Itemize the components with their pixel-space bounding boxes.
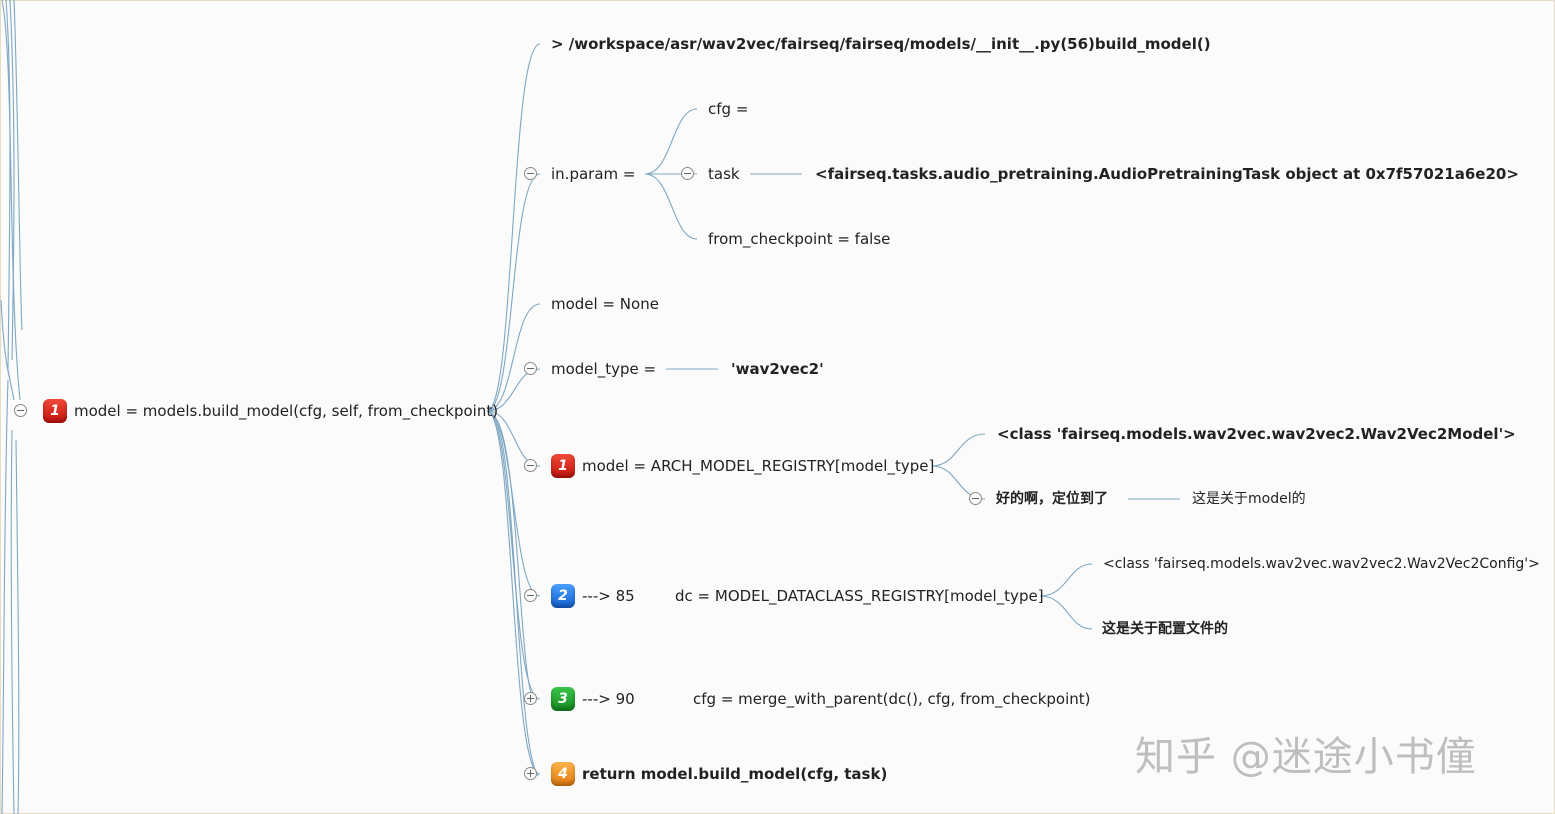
- in-param-collapse-toggle[interactable]: [524, 167, 537, 180]
- priority-1-icon: 1: [551, 454, 575, 478]
- step3-expand-toggle[interactable]: [524, 692, 537, 705]
- priority-4-icon: 4: [551, 762, 575, 786]
- model-type-collapse-toggle[interactable]: [524, 362, 537, 375]
- step1-note-collapse-toggle[interactable]: [969, 492, 982, 505]
- step1-topic[interactable]: model = ARCH_MODEL_REGISTRY[model_type]: [582, 457, 935, 475]
- in-param-topic[interactable]: in.param =: [551, 165, 636, 183]
- priority-3-icon: 3: [551, 687, 575, 711]
- model-type-topic[interactable]: model_type =: [551, 360, 657, 378]
- root-topic[interactable]: model = models.build_model(cfg, self, fr…: [74, 402, 499, 420]
- step2-collapse-toggle[interactable]: [524, 589, 537, 602]
- model-type-value-topic[interactable]: 'wav2vec2': [731, 360, 824, 378]
- step2-note-topic[interactable]: 这是关于配置文件的: [1102, 621, 1228, 637]
- step4-expand-toggle[interactable]: [524, 767, 537, 780]
- model-none-topic[interactable]: model = None: [551, 295, 659, 313]
- watermark: 知乎 @迷途小书僮: [1135, 734, 1477, 780]
- step2-arrow: ---> 85: [582, 587, 635, 605]
- step1-collapse-toggle[interactable]: [524, 459, 537, 472]
- step3-topic[interactable]: cfg = merge_with_parent(dc(), cfg, from_…: [693, 690, 1091, 708]
- step3-arrow: ---> 90: [582, 690, 635, 708]
- step4-topic[interactable]: return model.build_model(cfg, task): [582, 765, 888, 783]
- task-value-topic[interactable]: <fairseq.tasks.audio_pretraining.AudioPr…: [815, 165, 1519, 183]
- priority-1-icon: 1: [43, 399, 67, 423]
- path-topic[interactable]: > /workspace/asr/wav2vec/fairseq/fairseq…: [551, 35, 1211, 53]
- step1-class-topic[interactable]: <class 'fairseq.models.wav2vec.wav2vec2.…: [997, 425, 1516, 443]
- task-topic[interactable]: task: [708, 165, 740, 183]
- root-collapse-toggle[interactable]: [14, 404, 27, 417]
- step2-topic[interactable]: dc = MODEL_DATACLASS_REGISTRY[model_type…: [675, 587, 1044, 605]
- step1-note-value-topic[interactable]: 这是关于model的: [1192, 491, 1306, 507]
- from-checkpoint-topic[interactable]: from_checkpoint = false: [708, 230, 891, 248]
- step1-note-topic[interactable]: 好的啊，定位到了: [996, 491, 1108, 507]
- cfg-topic[interactable]: cfg =: [708, 100, 749, 118]
- task-collapse-toggle[interactable]: [681, 167, 694, 180]
- priority-2-icon: 2: [551, 584, 575, 608]
- step2-class-topic[interactable]: <class 'fairseq.models.wav2vec.wav2vec2.…: [1103, 556, 1540, 572]
